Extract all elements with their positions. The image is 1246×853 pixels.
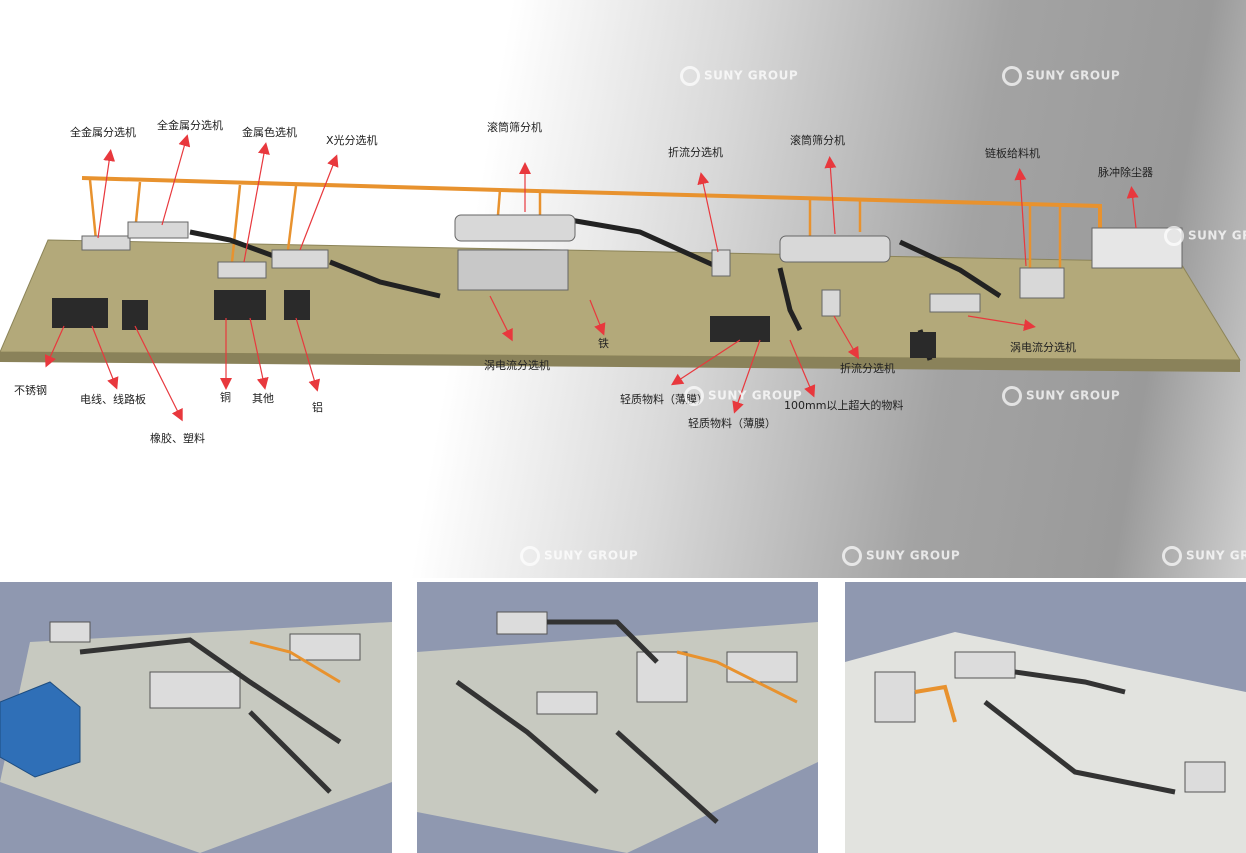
label-full-metal-sorter-1: 全金属分选机 (70, 126, 136, 139)
collection-bins (52, 290, 936, 358)
render-view-3 (845, 582, 1246, 853)
label-xray-sorter: X光分选机 (326, 134, 378, 147)
watermark-logo: SUNY GROUP (1002, 66, 1120, 86)
suny-logo-icon (520, 546, 540, 566)
process-flow-diagram: 全金属分选机 全金属分选机 金属色选机 X光分选机 滚筒筛分机 折流分选机 滚筒… (0, 0, 1246, 578)
watermark-logo: SUNY GROUP (1164, 226, 1246, 246)
machines (81, 214, 1183, 317)
plant-layout-drawing (0, 134, 1241, 422)
watermark-logo: SUNY GROUP (684, 386, 802, 406)
suny-logo-icon (1002, 386, 1022, 406)
watermark-logo: SUNY GROUP (1162, 546, 1246, 566)
suny-logo-icon (1002, 66, 1022, 86)
label-light-material-2: 轻质物料（薄膜） (688, 417, 776, 430)
label-full-metal-sorter-2: 全金属分选机 (157, 119, 223, 132)
label-aluminum: 铝 (312, 401, 323, 414)
label-refraction-sorter-1: 折流分选机 (668, 146, 723, 159)
label-refraction-sorter-2: 折流分选机 (840, 362, 895, 375)
render-view-2 (417, 582, 818, 853)
label-other: 其他 (252, 392, 274, 405)
label-eddy-current-sorter-2: 涡电流分选机 (1010, 341, 1076, 354)
label-stainless-steel: 不锈钢 (14, 384, 47, 397)
label-iron: 铁 (598, 337, 609, 350)
suny-logo-icon (1162, 546, 1182, 566)
label-drum-screen-2: 滚筒筛分机 (790, 134, 845, 147)
label-eddy-current-sorter-1: 涡电流分选机 (484, 359, 550, 372)
label-drum-screen-1: 滚筒筛分机 (487, 121, 542, 134)
label-wire-circuit-board: 电线、线路板 (80, 393, 146, 406)
watermark-logo: SUNY GROUP (520, 546, 638, 566)
watermark-logo: SUNY GROUP (680, 66, 798, 86)
watermark-logo: SUNY GROUP (1002, 386, 1120, 406)
label-pulse-dust-collector: 脉冲除尘器 (1098, 166, 1153, 179)
label-rubber-plastic: 橡胶、塑料 (150, 432, 205, 445)
suny-logo-icon (842, 546, 862, 566)
watermark-logo: SUNY GROUP (842, 546, 960, 566)
render-view-1 (0, 582, 392, 853)
label-chain-plate-feeder: 链板给料机 (985, 147, 1040, 160)
flow-arrows (44, 134, 1139, 422)
suny-logo-icon (680, 66, 700, 86)
suny-logo-icon (1164, 226, 1184, 246)
label-copper: 铜 (220, 391, 231, 404)
label-oversize-material: 100mm以上超大的物料 (784, 399, 904, 412)
label-metal-color-sorter: 金属色选机 (242, 126, 297, 139)
suny-logo-icon (684, 386, 704, 406)
